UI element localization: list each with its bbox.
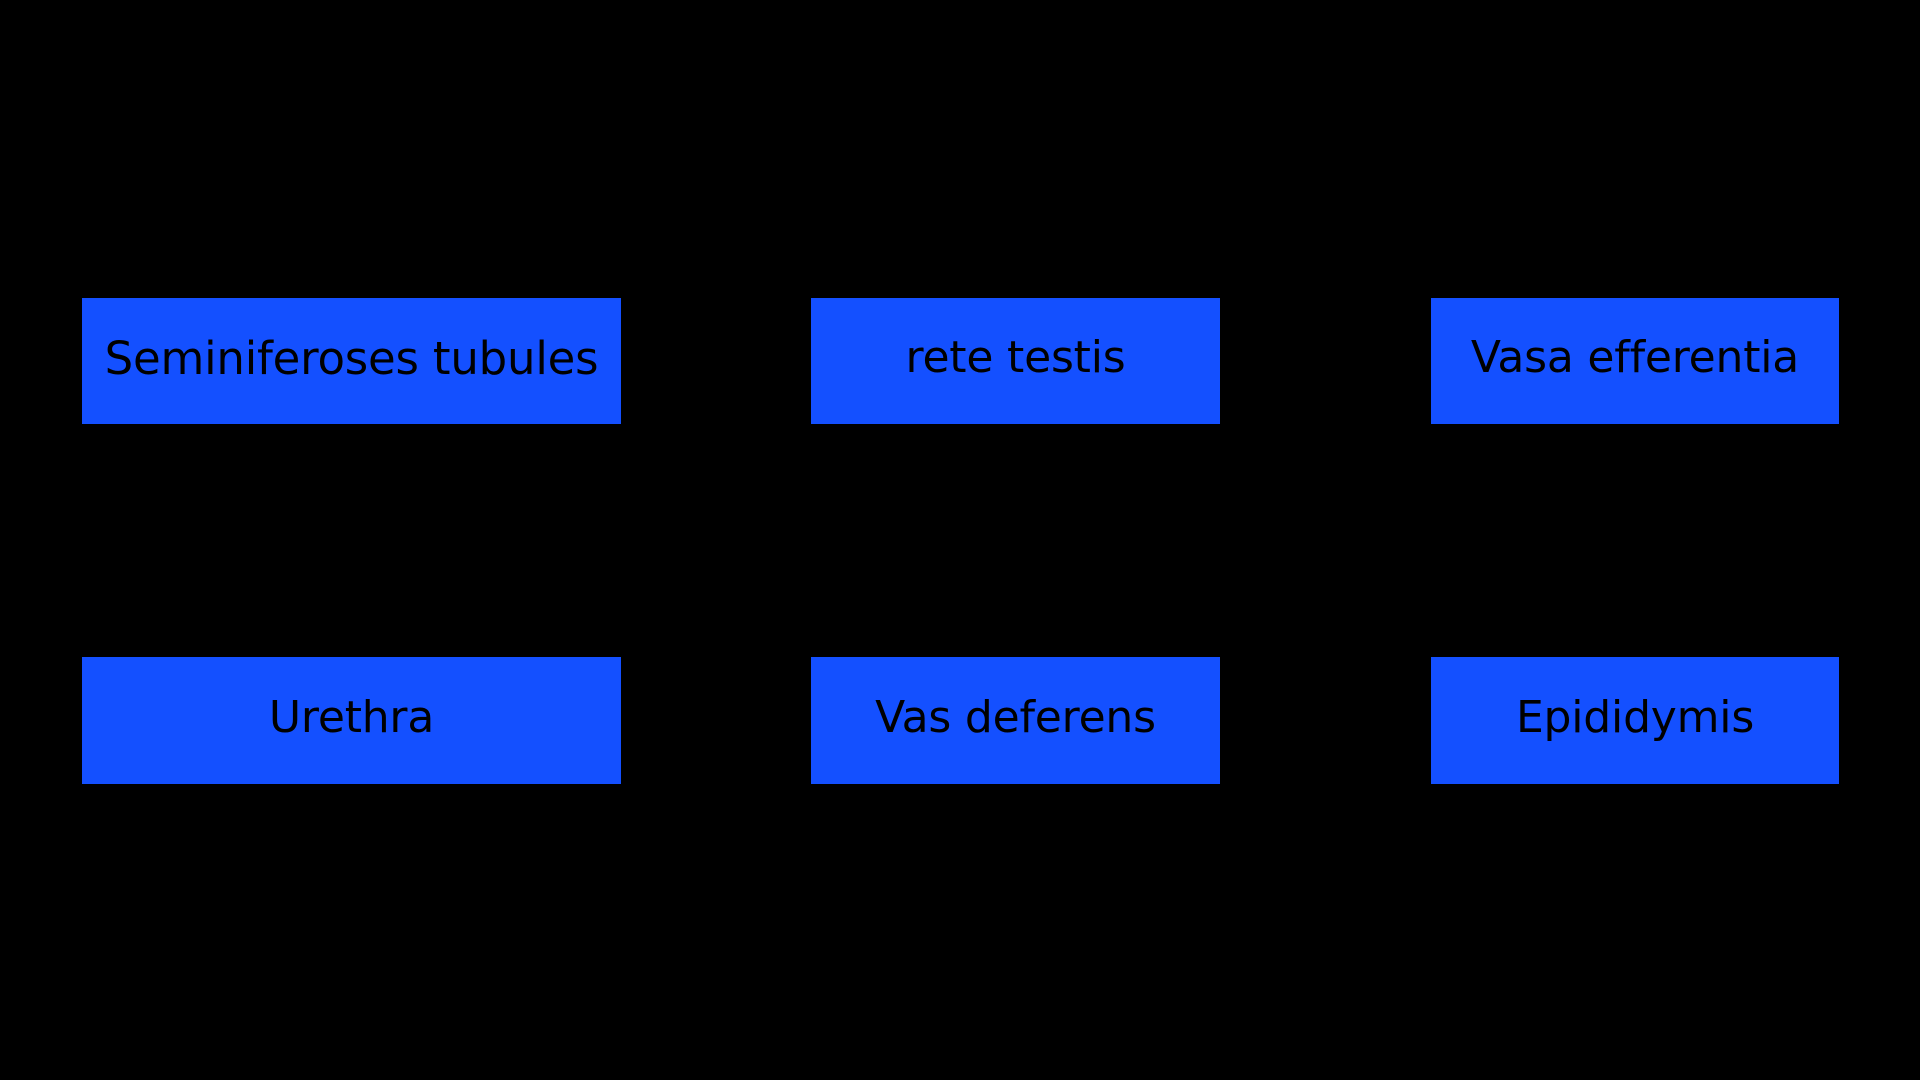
node-label-seminiferous-tubules: Seminiferoses tubules (104, 331, 599, 385)
node-vas-deferens[interactable]: Vas deferens (811, 657, 1220, 784)
node-label-rete-testis: rete testis (905, 332, 1126, 383)
node-urethra[interactable]: Urethra (82, 657, 621, 784)
node-seminiferous-tubules[interactable]: Seminiferoses tubules (82, 298, 621, 424)
node-epididymis[interactable]: Epididymis (1431, 657, 1839, 784)
node-rete-testis[interactable]: rete testis (811, 298, 1220, 424)
node-label-vas-deferens: Vas deferens (875, 691, 1156, 743)
node-vasa-efferentia[interactable]: Vasa efferentia (1431, 298, 1839, 424)
node-label-urethra: Urethra (268, 691, 435, 743)
node-label-epididymis: Epididymis (1515, 691, 1755, 743)
node-label-vasa-efferentia: Vasa efferentia (1470, 332, 1800, 383)
